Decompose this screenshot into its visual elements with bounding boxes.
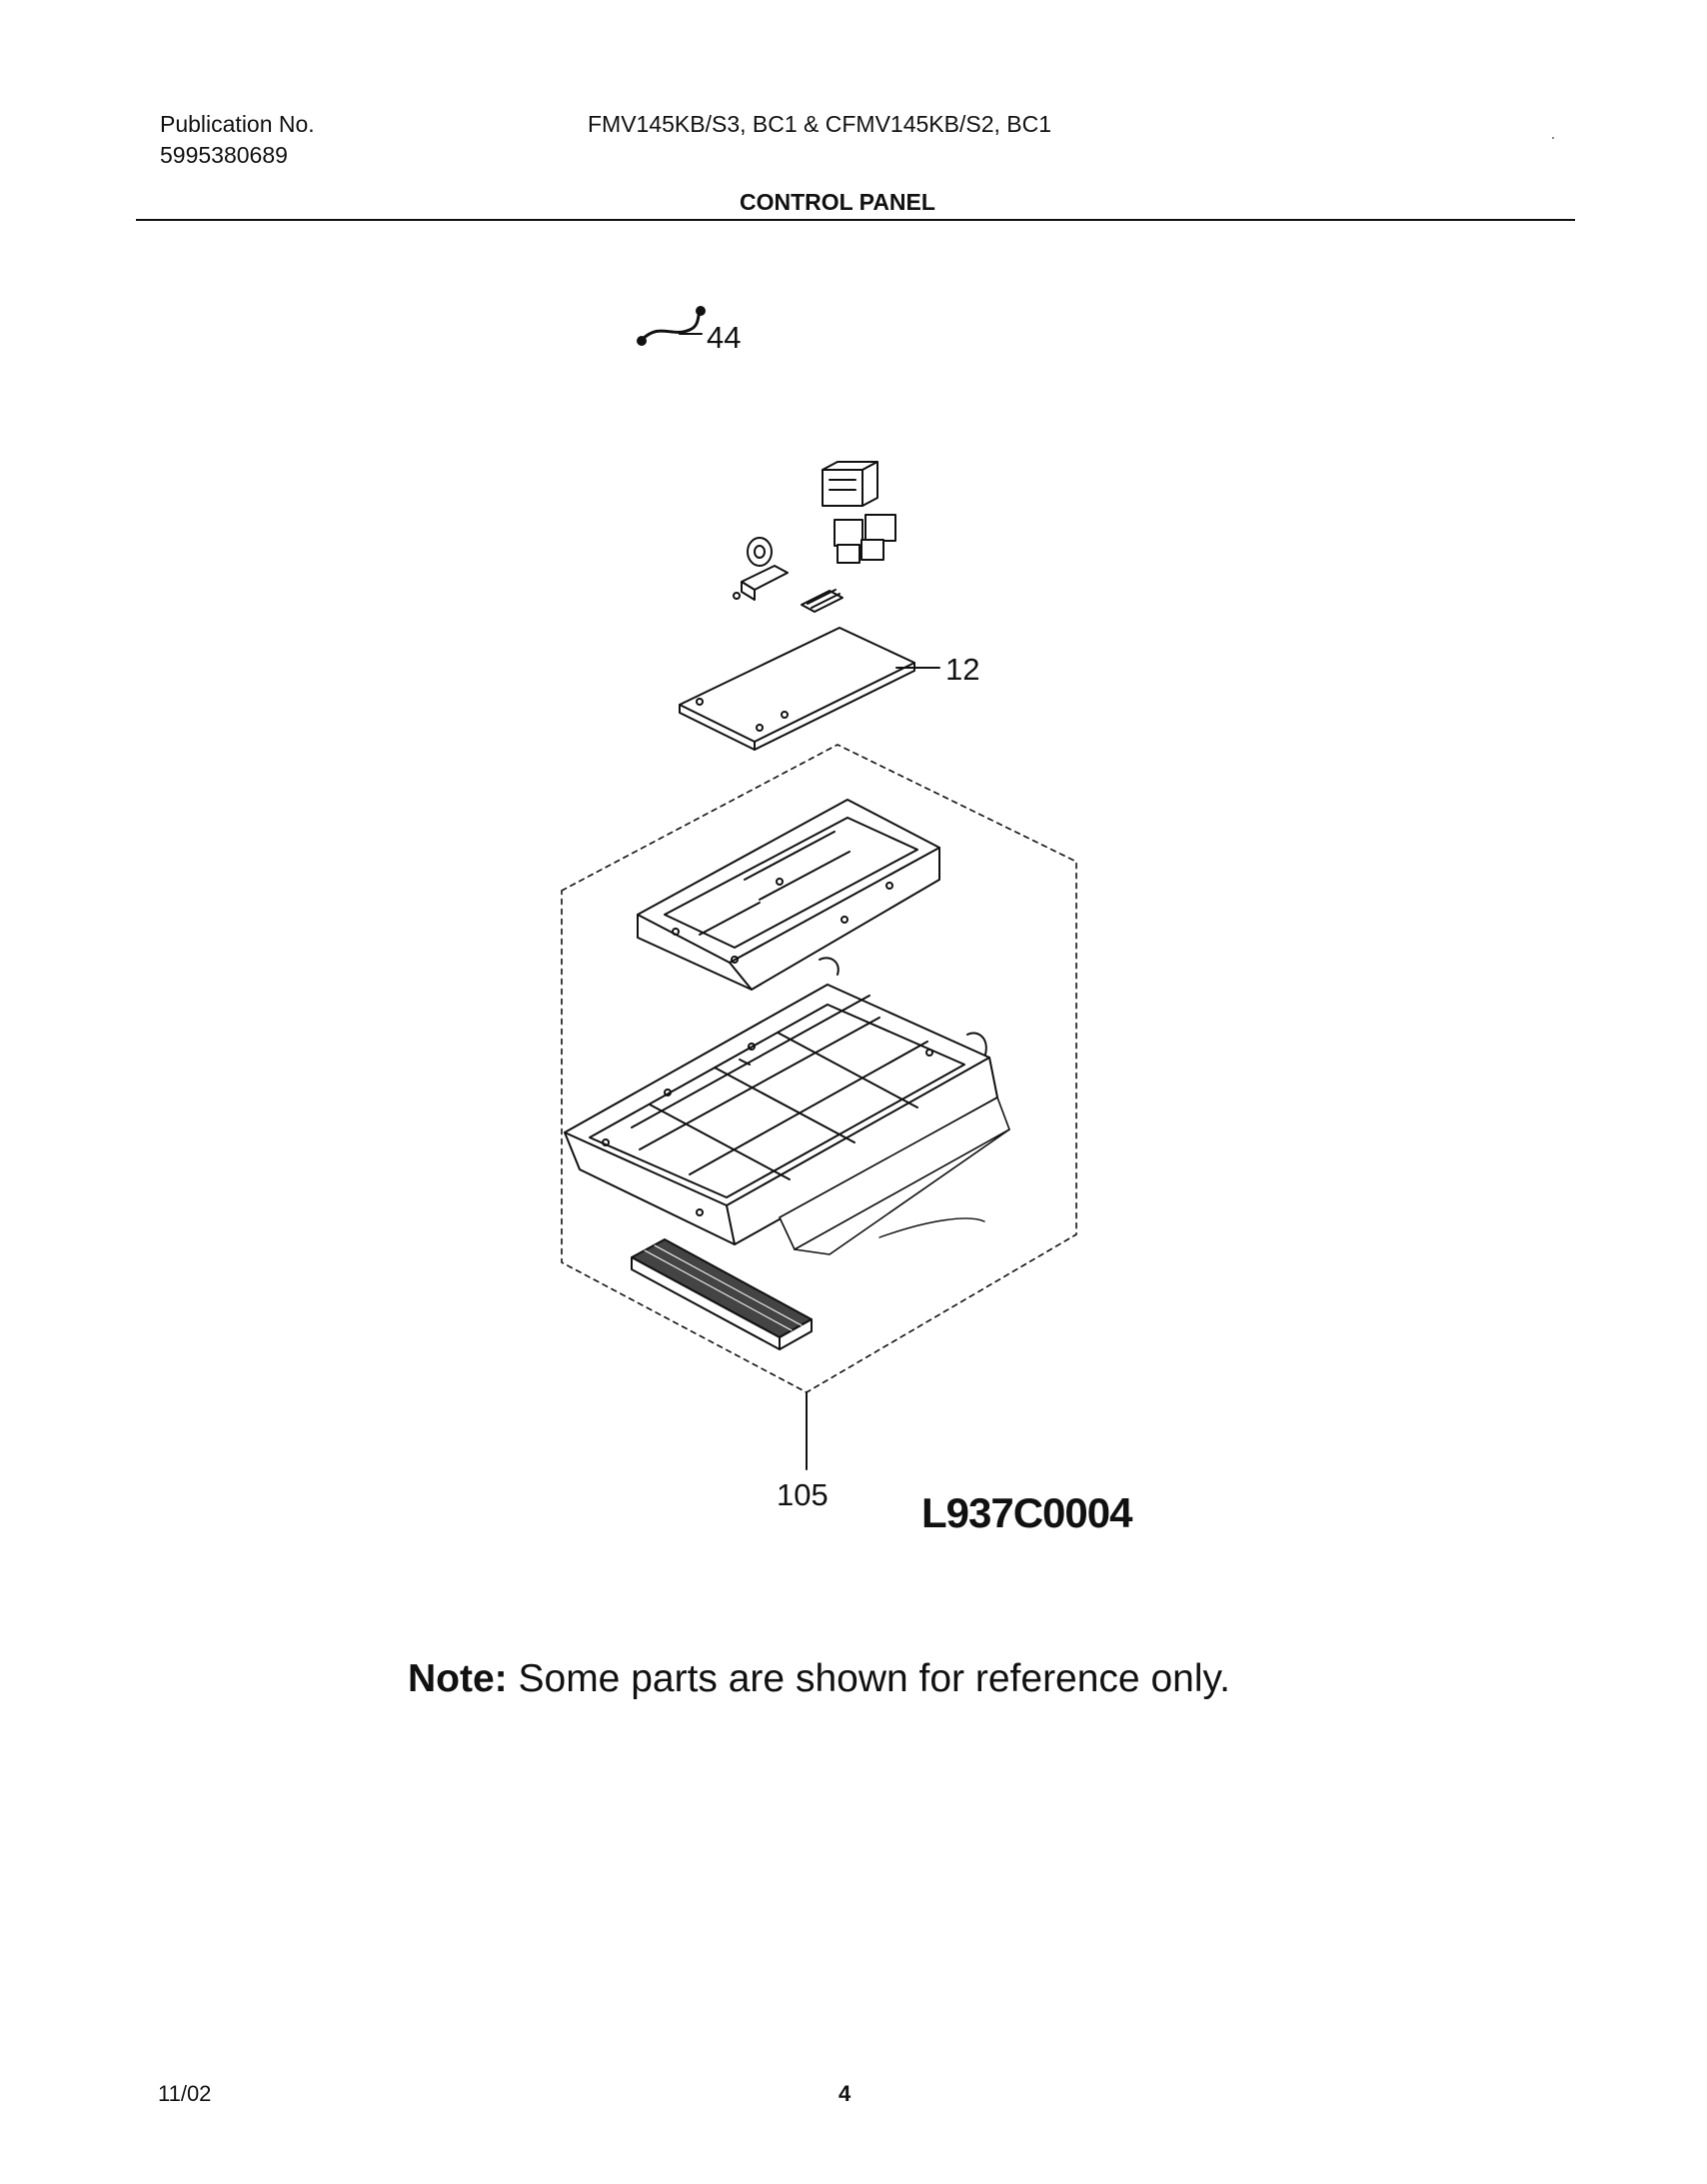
note-label: Note:	[408, 1657, 508, 1700]
publication-number: 5995380689	[160, 142, 288, 168]
scan-speck	[1552, 137, 1554, 139]
section-title: CONTROL PANEL	[740, 189, 935, 215]
grille	[631, 1238, 813, 1350]
control-board-part-12	[679, 461, 940, 751]
callout-44: 44	[707, 320, 742, 355]
panel-tray	[564, 957, 998, 1245]
callout-105: 105	[777, 1477, 829, 1512]
callout-12: 12	[945, 652, 980, 687]
footer-date: 11/02	[158, 2081, 212, 2106]
note-text: Some parts are shown for reference only.	[507, 1657, 1230, 1700]
model-numbers: FMV145KB/S3, BC1 & CFMV145KB/S2, BC1	[588, 111, 1052, 137]
kit-boundary	[561, 744, 1077, 1393]
reference-note: Note: Some parts are shown for reference…	[408, 1657, 1230, 1701]
page-number: 4	[839, 2081, 852, 2106]
overlay-sheet	[779, 1096, 1010, 1255]
wire-harness-part-44	[637, 306, 706, 346]
figure-code: L937C0004	[921, 1489, 1132, 1536]
header-rule	[136, 219, 1575, 221]
publication-label: Publication No.	[160, 111, 315, 137]
inner-frame	[637, 799, 940, 991]
